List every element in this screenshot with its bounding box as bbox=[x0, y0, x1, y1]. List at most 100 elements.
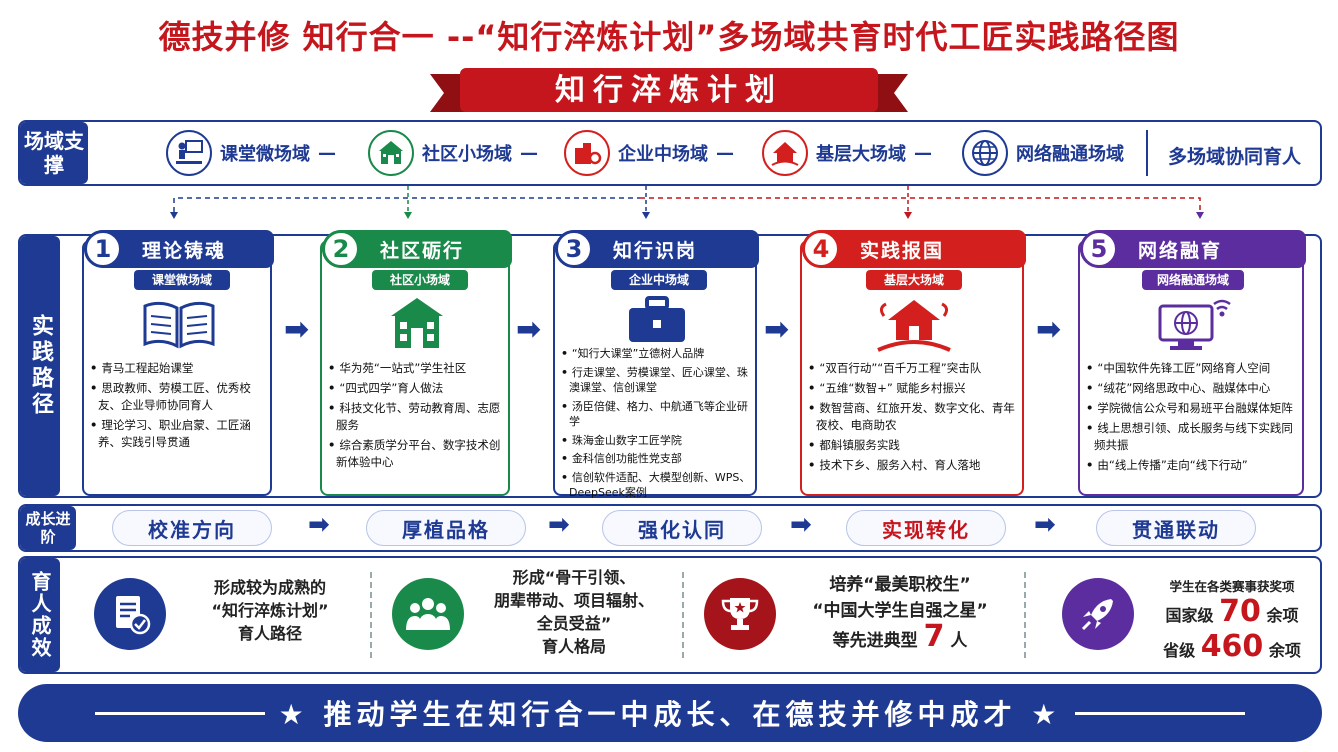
computer-globe-icon bbox=[1158, 299, 1231, 350]
result-line: 育人路径 bbox=[237, 624, 302, 643]
list-item: 珠海金山数字工匠学院 bbox=[561, 433, 751, 449]
domain-label: 网络融通场域 bbox=[1016, 144, 1124, 165]
briefcase-icon bbox=[629, 296, 685, 342]
domain-label: 社区小场域 bbox=[422, 144, 512, 165]
awards-heading: 学生在各类赛事获奖项 bbox=[1169, 579, 1295, 594]
list-item: 金科信创功能性党支部 bbox=[561, 451, 751, 467]
card-title: 实践报国 bbox=[860, 239, 945, 262]
card-title: 理论铸魂 bbox=[142, 239, 227, 262]
card-header: 1 理论铸魂 bbox=[84, 230, 274, 268]
divider bbox=[682, 572, 684, 658]
national-awards: 国家级 70 余项 bbox=[1152, 595, 1312, 633]
card-title: 知行识岗 bbox=[613, 239, 698, 262]
card-theory: 1 理论铸魂 课堂微场域 青马工程起始课堂 思政教师、劳模工匠、优秀校友、企业导… bbox=[82, 230, 274, 496]
results-label: 育人成效 bbox=[20, 558, 60, 672]
arrow-right: ➡ bbox=[284, 312, 310, 347]
list-item: 技术下乡、服务入村、育人落地 bbox=[808, 457, 1018, 474]
path-label: 实践路径 bbox=[20, 236, 60, 496]
result-line: 朋辈带动、项目辐射、 bbox=[493, 591, 654, 610]
support-band bbox=[18, 120, 1322, 186]
award-unit: 余项 bbox=[1266, 606, 1299, 625]
card-tag: 课堂微场域 bbox=[134, 270, 230, 290]
list-item: 学院微信公众号和易班平台融媒体矩阵 bbox=[1086, 400, 1298, 417]
list-item: “五维“数智+” 赋能乡村振兴 bbox=[808, 380, 1018, 397]
result-line: “知行淬炼计划” bbox=[211, 601, 329, 620]
list-item: “中国软件先锋工匠”网络育人空间 bbox=[1086, 360, 1298, 377]
provincial-count: 460 bbox=[1200, 629, 1264, 664]
connector-dash: — bbox=[318, 142, 336, 164]
card-number: 2 bbox=[322, 230, 360, 268]
result-line: 形成“骨干引领、 bbox=[512, 568, 636, 587]
domain-network: 网络融通场域 bbox=[962, 128, 1124, 178]
trophy-icon bbox=[704, 578, 776, 650]
award-unit: 余项 bbox=[1268, 641, 1301, 660]
list-item: 汤臣倍健、格力、中航通飞等企业研学 bbox=[561, 399, 751, 430]
card-number: 4 bbox=[802, 230, 840, 268]
card-list: “中国软件先锋工匠”网络育人空间 “绒花”网络思政中心、融媒体中心 学院微信公众… bbox=[1086, 360, 1298, 477]
result-line: “中国大学生自强之星” bbox=[812, 601, 988, 621]
list-item: 思政教师、劳模工匠、优秀校友、企业导师协同育人 bbox=[90, 380, 266, 414]
provincial-awards: 省级 460 余项 bbox=[1152, 632, 1312, 665]
footer-slogan: ★ 推动学生在知行合一中成长、在德技并修中成才 ★ bbox=[278, 698, 1062, 731]
card-number: 1 bbox=[84, 230, 122, 268]
card-tag: 基层大场域 bbox=[866, 270, 962, 290]
card-header: 3 知行识岗 bbox=[555, 230, 759, 268]
document-check-icon bbox=[94, 578, 166, 650]
domain-label: 企业中场域 bbox=[618, 144, 708, 165]
list-item: “四式四学”育人做法 bbox=[328, 380, 504, 397]
community-building-icon bbox=[391, 298, 443, 348]
card-title: 社区砺行 bbox=[380, 239, 465, 262]
footer-line bbox=[1075, 711, 1246, 715]
result-line: 全员受益” bbox=[536, 614, 612, 633]
result-line: 育人格局 bbox=[541, 637, 606, 656]
ribbon-title: 知行淬炼计划 bbox=[555, 73, 783, 108]
globe-icon bbox=[962, 130, 1008, 176]
domain-community: 社区小场域 — bbox=[368, 128, 538, 178]
card-tag: 网络融通场域 bbox=[1142, 270, 1244, 290]
result-unit: 人 bbox=[950, 631, 968, 651]
result-line: 培养“最美职校生” bbox=[829, 575, 971, 595]
growth-step: 校准方向 bbox=[112, 510, 272, 546]
list-item: 都斛镇服务实践 bbox=[808, 437, 1018, 454]
divider bbox=[1024, 572, 1026, 658]
card-list: 青马工程起始课堂 思政教师、劳模工匠、优秀校友、企业导师协同育人 理论学习、职业… bbox=[90, 360, 266, 454]
footer-line bbox=[94, 711, 265, 715]
main-title: 德技并修 知行合一 --“知行淬炼计划”多场域共育时代工匠实践路径图 bbox=[158, 18, 1180, 56]
growth-step: 厚植品格 bbox=[366, 510, 526, 546]
classroom-teacher-icon bbox=[166, 130, 212, 176]
connector-dash: — bbox=[914, 142, 932, 164]
card-tag: 社区小场域 bbox=[372, 270, 468, 290]
domain-grassroots: 基层大场域 — bbox=[762, 128, 932, 178]
result-pattern: 形成“骨干引领、 朋辈带动、项目辐射、 全员受益” 育人格局 bbox=[476, 566, 672, 658]
card-number: 3 bbox=[555, 230, 593, 268]
support-divider bbox=[1146, 130, 1148, 176]
card-number: 5 bbox=[1080, 230, 1118, 268]
card-list: 华为苑“一站式”学生社区 “四式四学”育人做法 科技文化节、劳动教育周、志愿服务… bbox=[328, 360, 504, 474]
factory-gear-icon bbox=[564, 130, 610, 176]
arrow-right: ➡ bbox=[308, 510, 330, 540]
list-item: “双百行动”“百千万工程”突击队 bbox=[808, 360, 1018, 377]
community-building-icon bbox=[368, 130, 414, 176]
growth-step: 贯通联动 bbox=[1096, 510, 1256, 546]
list-item: 信创软件适配、大模型创新、WPS、DeepSeek案例 bbox=[561, 470, 751, 501]
list-item: “知行大课堂”立德树人品牌 bbox=[561, 346, 751, 362]
arrow-right: ➡ bbox=[1034, 510, 1056, 540]
award-level: 国家级 bbox=[1165, 606, 1214, 625]
list-item: 由“线上传播”走向“线下行动” bbox=[1086, 457, 1298, 474]
card-header: 5 网络融育 bbox=[1080, 230, 1306, 268]
domain-label: 课堂微场域 bbox=[220, 144, 310, 165]
ribbon-banner bbox=[430, 68, 908, 112]
list-item: 综合素质学分平台、数字技术创新体验中心 bbox=[328, 437, 504, 471]
connector-lines bbox=[170, 186, 1204, 219]
card-enterprise: 3 知行识岗 企业中场域 “知行大课堂”立德树人品牌 行走课堂、劳模课堂、匠心课… bbox=[553, 230, 759, 499]
growth-step: 实现转化 bbox=[846, 510, 1006, 546]
arrow-right: ➡ bbox=[516, 312, 542, 347]
card-title: 网络融育 bbox=[1138, 239, 1223, 262]
list-item: 数智营商、红旅开发、数字文化、青年夜校、电商助农 bbox=[808, 400, 1018, 434]
list-item: “绒花”网络思政中心、融媒体中心 bbox=[1086, 380, 1298, 397]
award-level: 省级 bbox=[1163, 641, 1196, 660]
arrow-right: ➡ bbox=[1036, 312, 1062, 347]
national-count: 70 bbox=[1219, 594, 1261, 629]
village-house-icon bbox=[877, 300, 951, 352]
growth-step: 强化认同 bbox=[602, 510, 762, 546]
